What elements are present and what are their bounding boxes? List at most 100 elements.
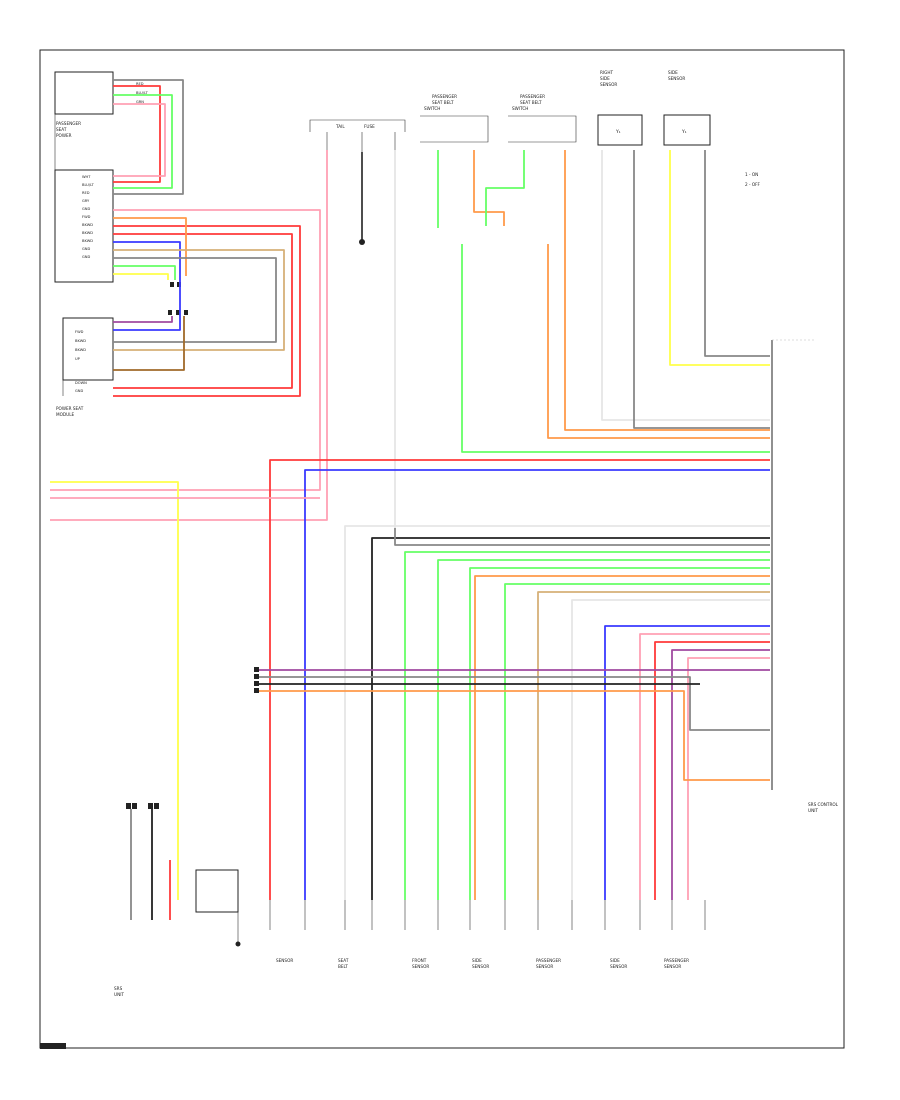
wire-blue-long-1 (304, 469, 770, 900)
top-component-2: PASSENGER SEAT BELT SWITCH (420, 94, 489, 143)
top-c3-label-3: SWITCH (512, 106, 528, 111)
bot-row-label-3: RED (82, 191, 90, 195)
bot-row-label-7: BKWD (82, 223, 93, 227)
left-top-caption-1: PASSENGER (56, 121, 81, 126)
bottom-c7-label-2: SENSOR (610, 964, 627, 969)
left-top-caption-3: POWER (56, 133, 72, 138)
lower-connector-4 (154, 803, 159, 809)
bot-row-label-1: WHT (82, 175, 91, 179)
lower-connector-2 (132, 803, 137, 809)
mid-row-label-2: BKWD (75, 339, 86, 343)
bottom-c7-label-1: SIDE (610, 958, 620, 963)
diagram-frame (39, 49, 845, 1049)
top-c2-label-3: SWITCH (424, 106, 440, 111)
wire-violet-a (113, 316, 173, 323)
wire-green-loop (113, 94, 173, 189)
bundle-connector-1 (254, 667, 259, 672)
wire-gray-top-2 (704, 150, 770, 357)
wire-pink-a (50, 209, 321, 491)
mid-row-label-5: DOWN (75, 381, 87, 385)
connector-dot-3 (168, 310, 172, 315)
top-component-5: SIDE SENSOR Y₁ (663, 70, 711, 146)
bot-row-label-6: FWD (82, 215, 91, 219)
bottom-c4-label-2: SENSOR (412, 964, 429, 969)
wire-gray-bundle (258, 676, 770, 731)
legend-item-2: 2 - OFF (745, 182, 761, 187)
wire-green-a (113, 265, 176, 280)
wire-tan-a (113, 249, 285, 351)
wire-orange-top-2 (564, 150, 770, 431)
top-c3-label-2: SEAT BELT (520, 100, 542, 105)
bot-row-label-11: GND (82, 255, 90, 259)
top-c4-label-1: RIGHT (600, 70, 614, 75)
srs-caption-2: UNIT (808, 808, 818, 813)
wire-brown-a (113, 316, 185, 371)
lower-connector-1 (126, 803, 131, 809)
left-top-caption-2: SEAT (56, 127, 67, 132)
connector-dot-1 (170, 282, 174, 287)
bottom-c5-label-2: SENSOR (472, 964, 489, 969)
srs-caption-1: SRS CONTROL (808, 802, 839, 807)
bottom-c1-label-1: SRS (114, 986, 123, 991)
top-c2-label-1: PASSENGER (432, 94, 457, 99)
bot-row-label-2: BLU/LT (82, 183, 95, 187)
wire-gray-top-1 (633, 150, 770, 429)
top-c1-label-1: TAIL (335, 124, 345, 129)
bundle-connector-2 (254, 674, 259, 679)
bottom-c3-label-2: BELT (338, 964, 348, 969)
top-c5-label-2: SENSOR (668, 76, 685, 81)
wire-pink-mid-1 (639, 633, 770, 900)
wire-green-top-2 (485, 150, 525, 226)
bundle-connector-3 (254, 681, 259, 686)
wire-orange-top-1 (473, 150, 505, 226)
connector-dot-5 (184, 310, 188, 315)
bottom-c8-label-2: SENSOR (664, 964, 681, 969)
top-component-4: RIGHT SIDE SENSOR Y₁ (597, 70, 643, 146)
ground-symbol (235, 941, 241, 947)
bottom-c8-label-1: PASSENGER (664, 958, 689, 963)
wire-green-mid-4 (504, 583, 770, 900)
bottom-c3-label-1: SEAT (338, 958, 349, 963)
wire-yellow-a (113, 273, 169, 280)
wire-orange-a (113, 217, 187, 276)
mid-row-label-4: UP (75, 357, 81, 361)
svg-text:Y₁: Y₁ (681, 129, 687, 135)
top-row-label-1: RED (136, 82, 144, 86)
bottom-c1-label-2: UNIT (114, 992, 124, 997)
wire-blue-mid-1 (604, 625, 770, 900)
top-c2-label-2: SEAT BELT (432, 100, 454, 105)
wire-green-mid-3 (469, 567, 770, 900)
top-c4-label-2: SIDE (600, 76, 610, 81)
bottom-components: SRS UNIT SENSOR SEAT BELT FRONT SENSOR S… (114, 900, 706, 997)
lower-connector-3 (148, 803, 153, 809)
top-row-label-2: BLU/LT (136, 91, 149, 95)
legend: 1 - ON 2 - OFF (745, 172, 761, 187)
wire-white-mid-2 (571, 599, 770, 900)
wire-orange-bundle (258, 690, 770, 781)
bot-row-label-8: BKWD (82, 231, 93, 235)
wire-yellow-top-1 (669, 150, 770, 366)
wire-red-b (113, 233, 293, 389)
corner-tag (40, 1043, 66, 1049)
wire-gray-a (113, 257, 277, 343)
legend-item-1: 1 - ON (745, 172, 758, 177)
wire-red-a (113, 225, 301, 397)
wire-pink-mid-2 (687, 657, 770, 900)
wire-tan-mid-1 (537, 591, 770, 900)
top-c3-label-1: PASSENGER (520, 94, 545, 99)
wire-gray-loop (113, 79, 184, 195)
svg-text:Y₁: Y₁ (615, 129, 621, 135)
bot-row-label-10: GND (82, 247, 90, 251)
bottom-c5-label-1: SIDE (472, 958, 482, 963)
wire-orange-mid-1 (474, 575, 770, 900)
wire-pink-top-1 (50, 150, 328, 521)
top-c4-label-3: SENSOR (600, 82, 617, 87)
left-top-component: PASSENGER SEAT POWER RED BLU/LT GRN WHT … (54, 71, 149, 283)
lower-relay-box (195, 869, 239, 913)
mid-row-label-3: BKWD (75, 348, 86, 352)
bot-row-label-5: GND (82, 207, 90, 211)
bundle-connector-4 (254, 688, 259, 693)
wire-red-mid-1 (654, 641, 770, 900)
wire-green-mid-1 (404, 551, 770, 900)
